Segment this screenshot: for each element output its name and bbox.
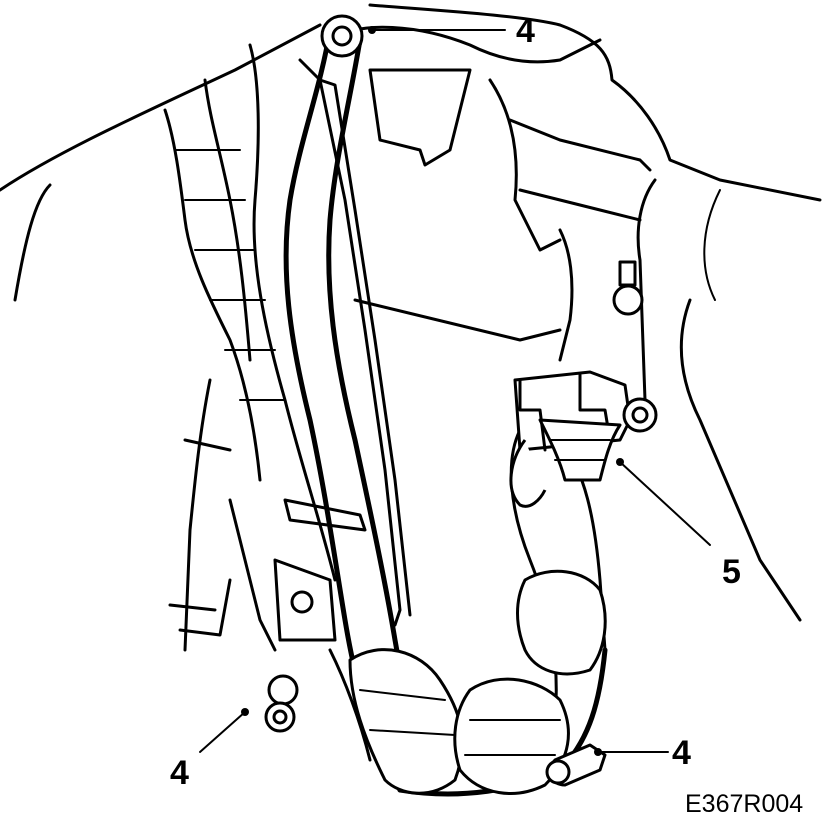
callout-label-4-top: 4 — [516, 12, 535, 50]
body-panel-outline — [0, 3, 822, 622]
leader-dots — [241, 26, 624, 756]
callout-label-5: 5 — [722, 553, 741, 591]
bolt-lower-right — [545, 743, 607, 787]
bolt-lower-left — [264, 674, 299, 733]
upper-trim-panel — [328, 25, 652, 362]
figure-code: E367R004 — [685, 790, 803, 818]
leader-lines — [199, 29, 711, 753]
bolt-side-right — [612, 260, 644, 316]
callout-label-4-lower-right: 4 — [672, 734, 691, 772]
callout-label-4-lower-left: 4 — [170, 754, 189, 792]
bolt-upper — [320, 14, 364, 58]
belt-sleeve — [348, 569, 607, 795]
buckle-assembly — [509, 370, 658, 508]
